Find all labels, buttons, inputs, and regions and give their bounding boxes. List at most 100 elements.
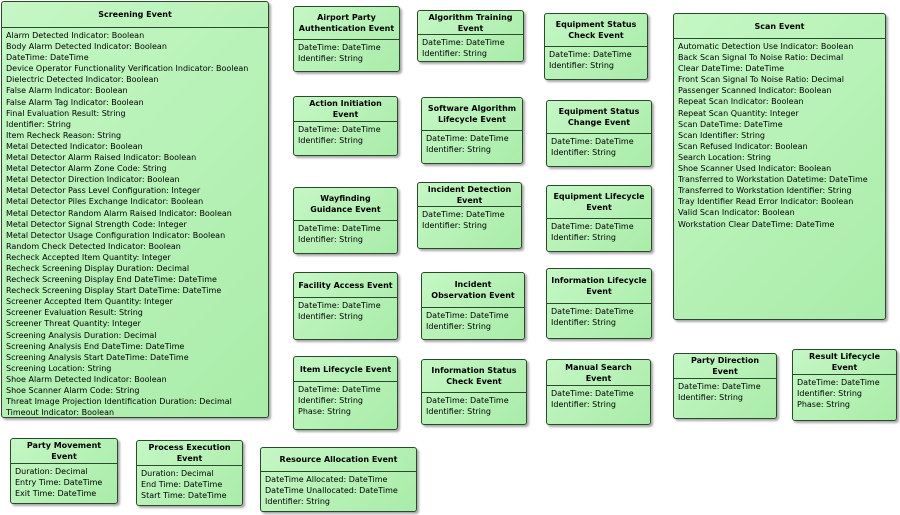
class-attribute: Identifier: String <box>422 221 488 231</box>
class-airport-party-authentication-event[interactable]: Airport Party Authentication Event DateT… <box>293 6 400 72</box>
class-attribute: Random Check Detected Indicator: Boolean <box>6 241 181 251</box>
class-attribute: Identifier: String <box>426 145 492 155</box>
class-title: Party Direction Event <box>674 354 776 379</box>
class-attribute: DateTime: DateTime <box>549 50 632 59</box>
class-scan-event[interactable]: Scan Event Automatic Detection Use Indic… <box>673 13 886 320</box>
class-attribute: DateTime: DateTime <box>551 389 634 398</box>
class-attribute: Identifier: String <box>797 389 863 399</box>
class-attribute: Identifier: String <box>422 49 488 59</box>
class-title: Equipment Lifecycle Event <box>547 186 651 219</box>
class-algorithm-training-event[interactable]: Algorithm Training Event DateTime: DateT… <box>417 10 524 62</box>
class-attribute: Entry Time: DateTime <box>15 478 103 488</box>
class-equipment-status-check-event[interactable]: Equipment Status Check Event DateTime: D… <box>544 13 648 80</box>
class-incident-detection-event[interactable]: Incident Detection Event DateTime: DateT… <box>417 182 522 249</box>
class-information-lifecycle-event[interactable]: Information Lifecycle Event DateTime: Da… <box>546 268 652 339</box>
class-incident-observation-event[interactable]: Incident Observation Event DateTime: Dat… <box>421 272 525 340</box>
class-attribute: Screener Accepted Item Quantity: Integer <box>6 297 173 307</box>
class-title: Screening Event <box>2 2 268 28</box>
class-attribute: DateTime: DateTime <box>551 222 634 231</box>
class-attribute: DateTime: DateTime <box>422 38 505 47</box>
class-title: Wayfinding Guidance Event <box>294 188 397 221</box>
class-attribute: Workstation Clear DateTime: DateTime <box>678 219 835 229</box>
class-title: Facility Access Event <box>294 273 397 298</box>
class-attribute: Identifier: String <box>298 136 364 146</box>
class-attribute: Duration: Decimal <box>15 467 88 476</box>
class-result-lifecycle-event[interactable]: Result Lifecycle Event DateTime: DateTim… <box>792 349 897 421</box>
class-attribute: DateTime: DateTime <box>298 125 381 134</box>
class-equipment-lifecycle-event[interactable]: Equipment Lifecycle Event DateTime: Date… <box>546 185 652 252</box>
class-screening-event[interactable]: Screening Event Alarm Detected Indicator… <box>1 1 269 418</box>
class-title: Algorithm Training Event <box>418 11 523 35</box>
class-information-status-check-event[interactable]: Information Status Check Event DateTime:… <box>421 359 527 425</box>
class-attribute: DateTime: DateTime <box>426 311 509 320</box>
class-attribute: Transferred to Workstation Identifier: S… <box>678 186 852 196</box>
class-attribute: Transferred to Workstation Datetime: Dat… <box>678 175 868 185</box>
class-attribute: Item Recheck Reason: String <box>6 130 122 140</box>
class-title: Result Lifecycle Event <box>793 350 896 375</box>
class-attribute: DateTime Allocated: DateTime <box>265 475 388 484</box>
class-title: Incident Detection Event <box>418 183 521 207</box>
class-attribute: Repeat Scan Quantity: Integer <box>678 108 799 118</box>
class-attribute: Identifier: String <box>551 148 617 158</box>
class-attribute: DateTime: DateTime <box>678 382 761 391</box>
class-wayfinding-guidance-event[interactable]: Wayfinding Guidance Event DateTime: Date… <box>293 187 398 254</box>
class-attribute: Identifier: String <box>298 396 364 406</box>
class-attribute: Identifier: String <box>298 54 364 64</box>
class-attribute: Metal Detected Indicator: Boolean <box>6 141 143 151</box>
class-attribute: Identifier: String <box>551 318 617 328</box>
class-attribute: Body Alarm Detected Indicator: Boolean <box>6 42 167 52</box>
class-attribute: Phase: String <box>797 400 850 410</box>
class-software-algorithm-lifecycle-event[interactable]: Software Algorithm Lifecycle Event DateT… <box>421 97 523 164</box>
class-attribute: DateTime: DateTime <box>426 396 509 405</box>
class-attribute: Scan Identifier: String <box>678 130 766 140</box>
class-title: Resource Allocation Event <box>261 448 416 472</box>
class-title: Action Initiation Event <box>294 97 397 122</box>
class-attribute: Recheck Screening Display Start DateTime… <box>6 286 222 296</box>
class-title: Information Status Check Event <box>422 360 526 393</box>
class-attribute: Back Scan Signal To Noise Ratio: Decimal <box>678 53 844 63</box>
class-attribute: Repeat Scan Indicator: Boolean <box>678 97 804 107</box>
class-attribute: Exit Time: DateTime <box>15 489 97 499</box>
class-facility-access-event[interactable]: Facility Access Event DateTime: DateTime… <box>293 272 398 340</box>
class-attribute: Metal Detector Signal Strength Code: Int… <box>6 219 187 229</box>
class-attribute: Identifier: String <box>298 312 364 322</box>
class-action-initiation-event[interactable]: Action Initiation Event DateTime: DateTi… <box>293 96 398 156</box>
class-attribute: Identifier: String <box>426 322 492 332</box>
class-attribute: DateTime: DateTime <box>6 53 89 63</box>
class-attribute: Final Evaluation Result: String <box>6 108 126 118</box>
class-resource-allocation-event[interactable]: Resource Allocation Event DateTime Alloc… <box>260 447 417 512</box>
class-attribute: Shoe Scanner Used Indicator: Boolean <box>678 164 832 174</box>
class-attribute: Identifier: String <box>551 400 617 410</box>
class-attribute: DateTime: DateTime <box>426 134 509 143</box>
class-process-execution-event[interactable]: Process Execution Event Duration: Decima… <box>136 440 243 506</box>
class-attribute: Recheck Screening Display Duration: Deci… <box>6 263 190 273</box>
class-attribute: Recheck Screening Display End DateTime: … <box>6 275 217 285</box>
class-attribute: Valid Scan Indicator: Boolean <box>678 208 795 218</box>
class-attribute: Identifier: String <box>298 235 364 245</box>
class-title: Equipment Status Change Event <box>547 101 651 134</box>
class-title: Manual Search Event <box>547 360 650 386</box>
class-title: Incident Observation Event <box>422 273 524 308</box>
class-title: Information Lifecycle Event <box>547 269 651 304</box>
class-attribute: Metal Detector Pass Level Configuration:… <box>6 186 201 196</box>
class-attribute: Screener Threat Quantity: Integer <box>6 319 141 329</box>
class-title: Item Lifecycle Event <box>294 357 397 382</box>
class-party-direction-event[interactable]: Party Direction Event DateTime: DateTime… <box>673 353 777 419</box>
class-equipment-status-change-event[interactable]: Equipment Status Change Event DateTime: … <box>546 100 652 167</box>
class-attribute: Scan DateTime: DateTime <box>678 119 783 129</box>
class-attribute: Identifier: String <box>551 233 617 243</box>
